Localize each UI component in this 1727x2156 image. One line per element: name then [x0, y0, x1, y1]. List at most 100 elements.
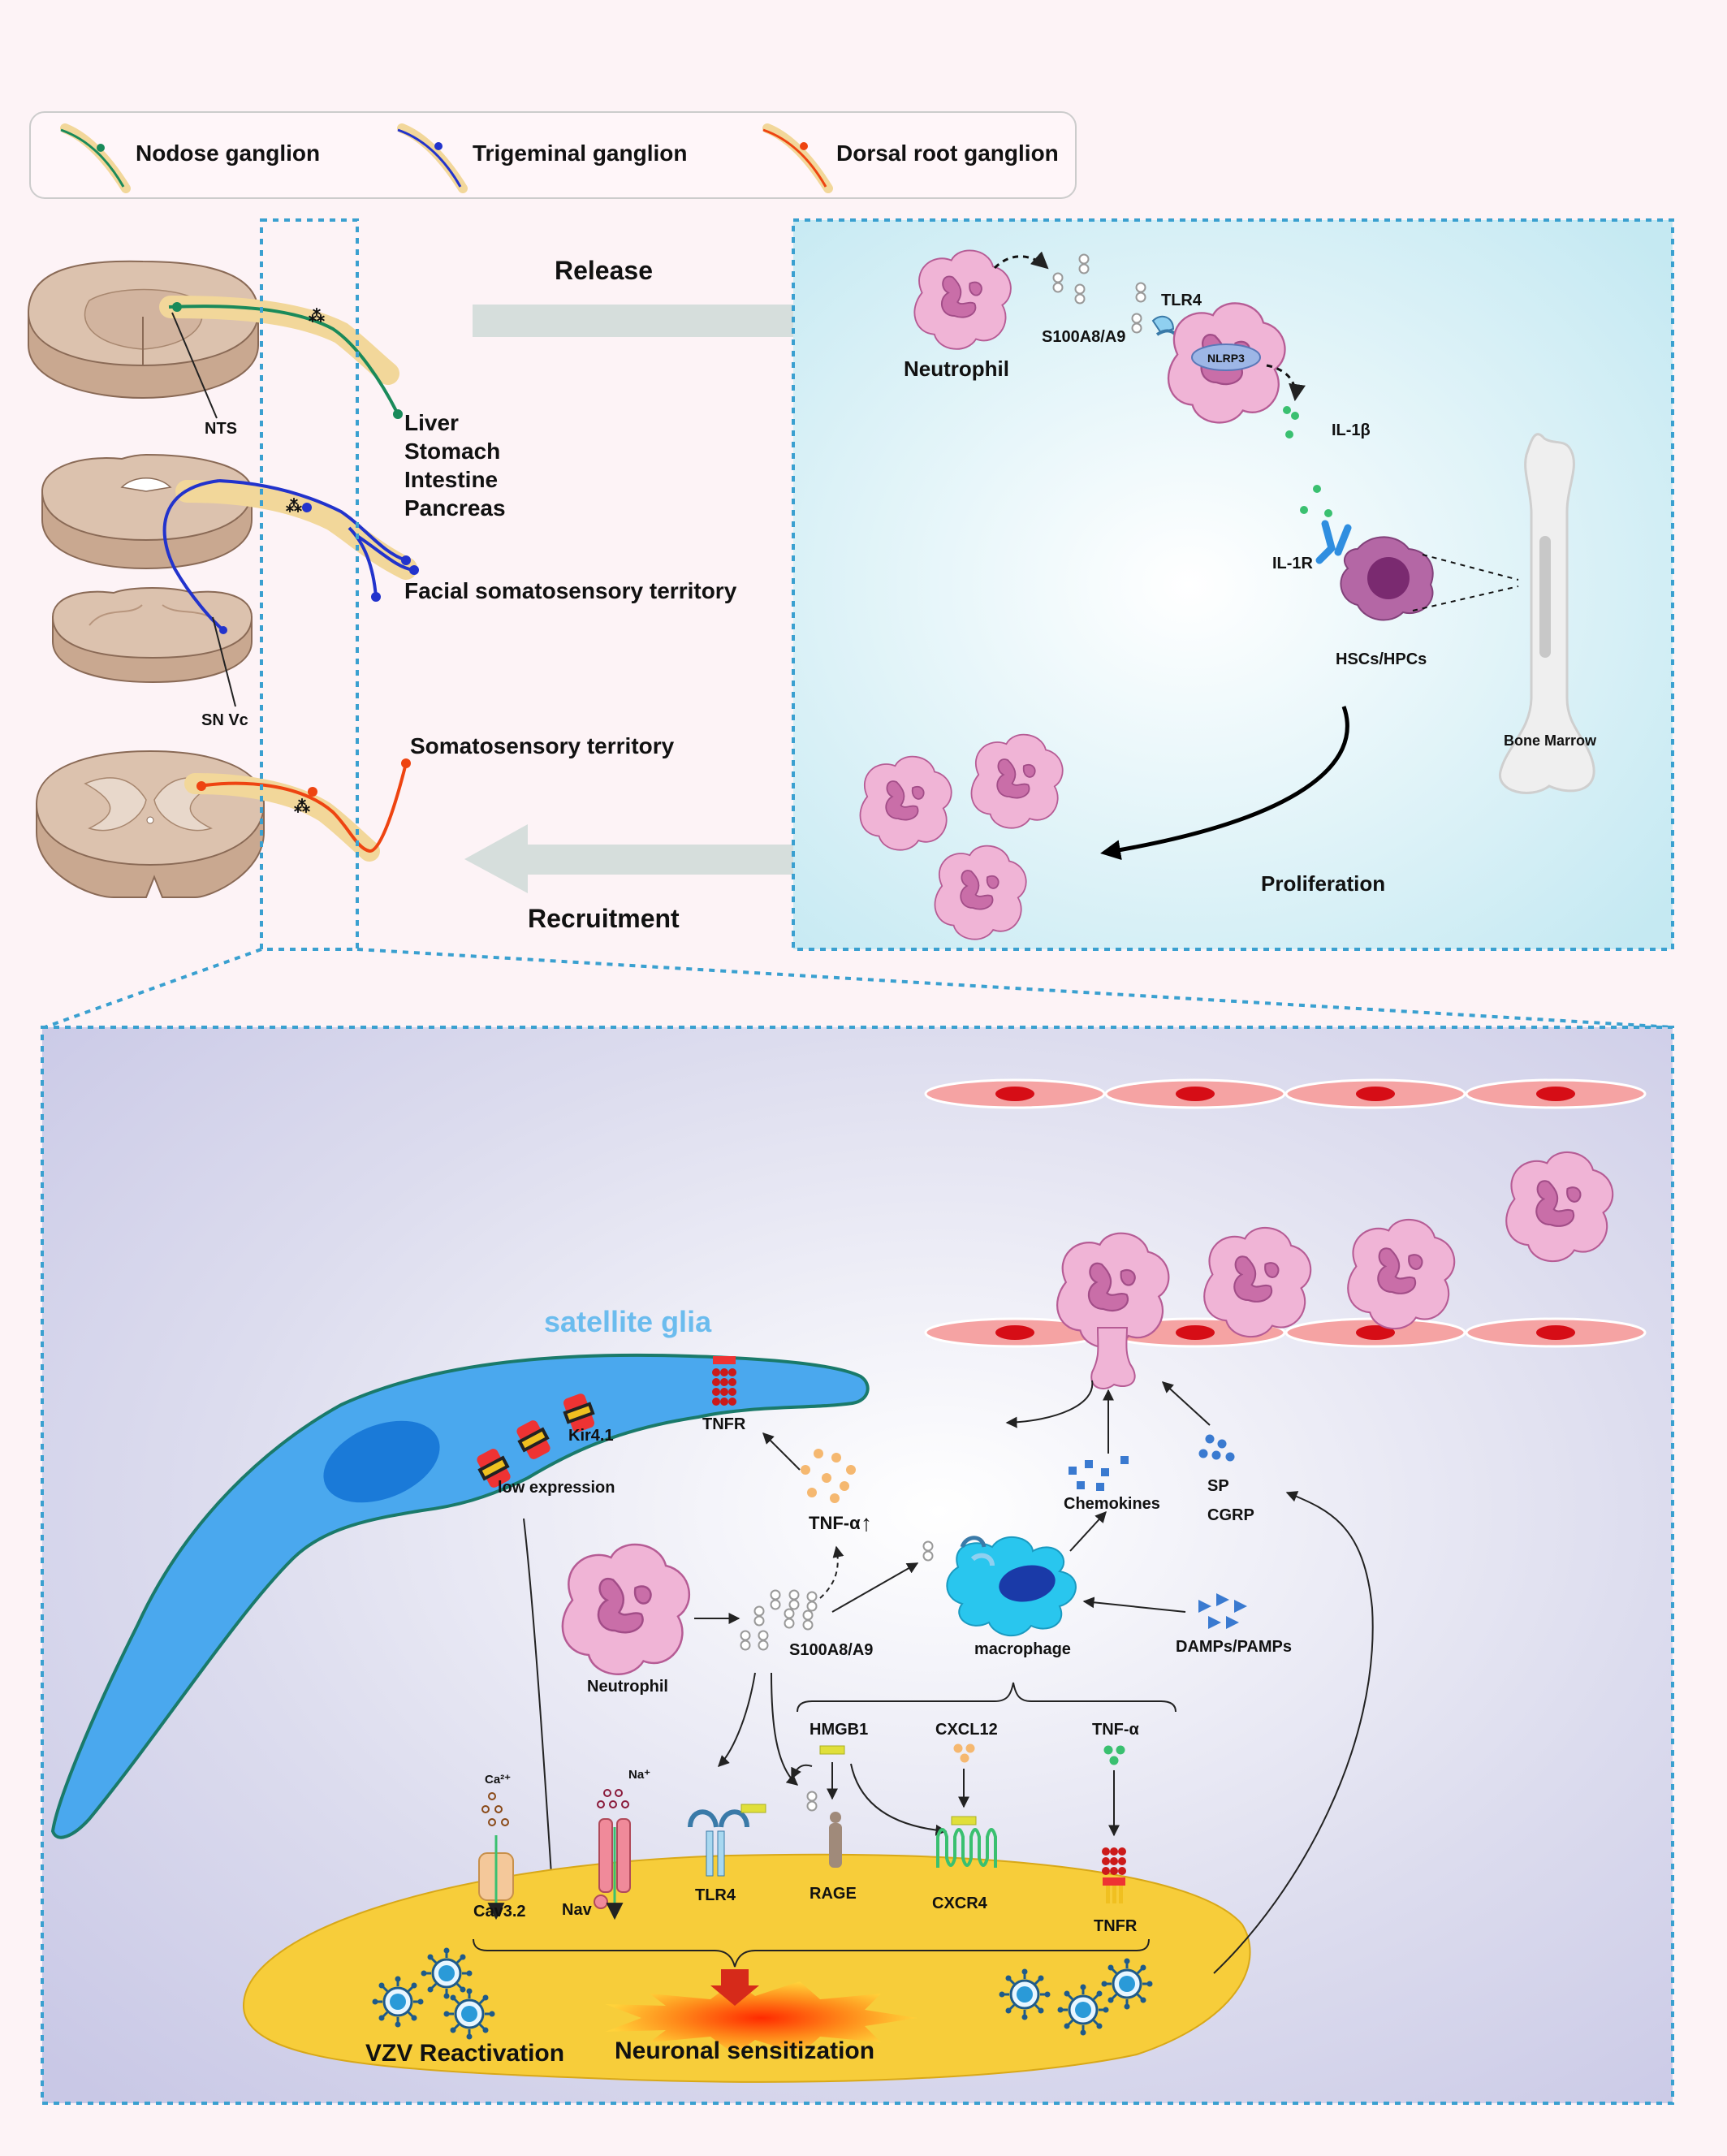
- medulla-section-nts: [27, 260, 260, 400]
- extravasating-neutrophil: [1056, 1232, 1170, 1389]
- neutrophil-label: Neutrophil: [904, 356, 1009, 381]
- organ-list: Liver Stomach Intestine Pancreas: [404, 410, 506, 521]
- proliferation-label: Proliferation: [1261, 871, 1385, 896]
- calcium-ions: [481, 1792, 509, 1826]
- cgrp-label: CGRP: [1207, 1506, 1254, 1524]
- tnfa-mediator-label: TNF-α: [1092, 1721, 1140, 1739]
- hmgb1-to-tlr4-arrow: [791, 1764, 813, 1780]
- nts-label: NTS: [205, 420, 237, 438]
- tlr4-label-neuron: TLR4: [695, 1886, 736, 1904]
- damps-to-macrophage-arrow: [1082, 1596, 1186, 1613]
- s100-label-top: S100A8/A9: [1042, 328, 1125, 346]
- bone-link-upper: [1422, 554, 1519, 581]
- facial-territory-label: Facial somatosensory territory: [404, 578, 737, 603]
- sp-label: SP: [1207, 1477, 1229, 1495]
- legend-nodose-icon: [60, 123, 131, 193]
- sn-vc-label: SN Vc: [201, 711, 248, 729]
- damps-molecules: [1198, 1593, 1247, 1629]
- nav-label: Nav: [562, 1901, 593, 1919]
- s100-to-macrophage-arrow: [831, 1562, 919, 1613]
- il1r-label: IL-1R: [1272, 555, 1314, 572]
- cxcl12-label: CXCL12: [935, 1721, 998, 1739]
- cxcr4-receptor: [936, 1816, 997, 1868]
- bone-link-lower: [1412, 585, 1519, 611]
- kir41-label: Kir4.1: [568, 1427, 614, 1445]
- nodose-nerve: ⁂: [159, 296, 403, 419]
- cxcr4-label: CXCR4: [932, 1895, 988, 1912]
- medulla-section-upper: [41, 453, 253, 570]
- tnfa-molecules-up: [801, 1449, 856, 1503]
- damps-label: DAMPs/PAMPs: [1176, 1638, 1292, 1656]
- recruitment-arrow: [464, 824, 844, 893]
- il1b-release-arrow: [1266, 364, 1306, 402]
- spinal-cord-section: [35, 750, 266, 898]
- chemokines-label: Chemokines: [1064, 1495, 1160, 1513]
- nlrp3-inflammasome: [1191, 343, 1261, 371]
- svg-text:Stomach: Stomach: [404, 439, 500, 464]
- ganglion-highlight-box: [260, 218, 359, 951]
- vzv-virus-right-1: [998, 1968, 1051, 2021]
- macrophage-cell: [946, 1536, 1077, 1637]
- tlr4-label-top: TLR4: [1161, 292, 1202, 309]
- tnfa-up-label: TNF-α: [809, 1513, 861, 1533]
- svg-text:⁂: ⁂: [294, 798, 310, 816]
- tnfr-receptor-neuron: [1102, 1847, 1126, 1903]
- trigeminal-nerve: ⁂: [162, 479, 419, 707]
- low-expression-label: low expression: [498, 1479, 615, 1497]
- svg-text:⁂: ⁂: [286, 498, 302, 516]
- s100-to-rage-arrow: [771, 1672, 799, 1786]
- macrophage-label: macrophage: [974, 1640, 1071, 1658]
- legend-drg-label: Dorsal root ganglion: [836, 140, 1059, 166]
- hmgb1-label: HMGB1: [810, 1721, 868, 1739]
- satellite-glia-cell: [50, 1353, 870, 1839]
- legend-drg-icon: [762, 123, 833, 193]
- release-label: Release: [555, 256, 653, 285]
- zoom-line-left: [44, 948, 262, 1029]
- ganglion-neutrophil-label: Neutrophil: [587, 1678, 668, 1696]
- svg-text:⁂: ⁂: [309, 308, 325, 326]
- bone-shape: [1499, 433, 1595, 794]
- sodium-ions: [597, 1789, 629, 1808]
- vzv-virus-left-2: [420, 1946, 473, 2000]
- ca-label: Ca²⁺: [485, 1773, 511, 1787]
- vzv-virus-right-3: [1100, 1957, 1154, 2011]
- svg-text:Pancreas: Pancreas: [404, 495, 506, 521]
- cxcl12-molecules: [953, 1743, 975, 1763]
- hmgb1-molecule: [819, 1745, 845, 1755]
- nlrp3-label: NLRP3: [1207, 352, 1245, 365]
- vzv-label: VZV Reactivation: [365, 2040, 564, 2067]
- hsc-cell: [1340, 536, 1434, 621]
- hsc-label: HSCs/HPCs: [1336, 650, 1427, 668]
- zoom-line-right: [356, 948, 1673, 1029]
- tnfr-receptor-glia: [712, 1356, 736, 1406]
- legend-trigeminal-icon: [397, 123, 468, 193]
- il1r-receptor: [1315, 520, 1352, 564]
- neutrophil-exit-arrow: [1005, 1380, 1094, 1428]
- macrophage-to-chemokine-arrow: [1069, 1510, 1107, 1552]
- sp-to-neutrophil-arrow: [1161, 1381, 1211, 1426]
- legend-box: [29, 111, 1077, 199]
- svg-text:Liver: Liver: [404, 410, 459, 435]
- tnfa-up-arrow-icon: ↑: [861, 1510, 872, 1536]
- satellite-glia-label: satellite glia: [544, 1305, 712, 1338]
- tnfa-to-tnfr-arrow: [762, 1432, 801, 1471]
- sensitization-label: Neuronal sensitization: [615, 2037, 874, 2064]
- sensitization-down-arrow: [710, 1969, 759, 2006]
- hmgb1-to-cxcr4-arrow: [850, 1763, 948, 1836]
- svg-text:Intestine: Intestine: [404, 467, 498, 492]
- na-label: Na⁺: [628, 1768, 650, 1782]
- release-arrow: [473, 284, 865, 357]
- proliferation-arrow: [1100, 706, 1349, 861]
- recruitment-label: Recruitment: [528, 904, 680, 933]
- tnfr-label-glia: TNFR: [702, 1415, 746, 1433]
- vzv-virus-left-1: [371, 1975, 425, 2029]
- neuronal-sensitization-burst: [605, 1981, 917, 2054]
- s100-to-tlr4-arrow: [718, 1672, 756, 1767]
- s100-label-bottom: S100A8/A9: [789, 1641, 873, 1659]
- kir41-channels: [477, 1393, 595, 1488]
- sp-cgrp-molecules: [1198, 1434, 1235, 1462]
- tnfa-mediator-molecules: [1103, 1745, 1125, 1765]
- medulla-section-sn-vc: [51, 587, 253, 684]
- cav32-channel: [478, 1835, 514, 1921]
